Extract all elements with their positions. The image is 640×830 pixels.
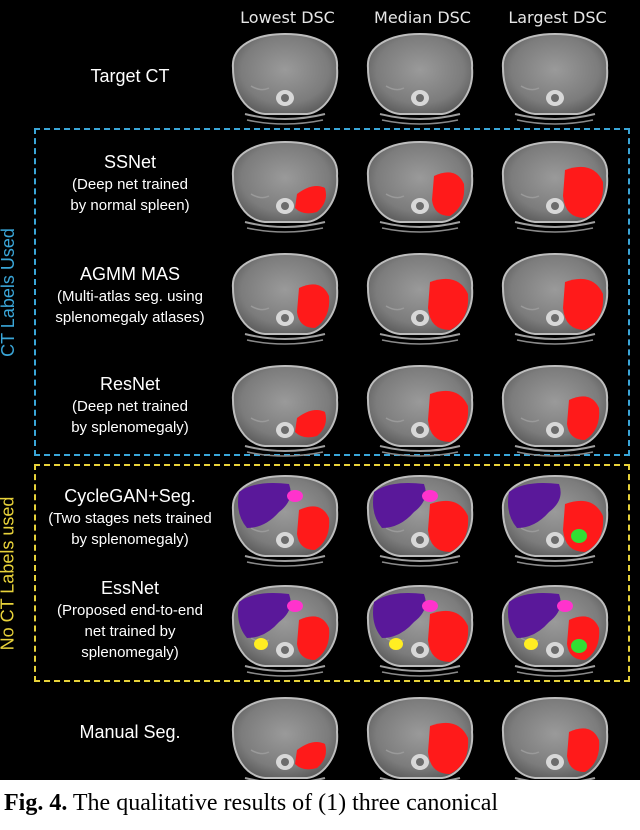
row-label-target: Target CT <box>90 66 170 86</box>
ct-image-cyclegan-lowest <box>231 475 339 567</box>
ct-image-manual-lowest <box>231 697 339 780</box>
column-header-median: Median DSC <box>374 8 471 27</box>
ct-image-ssnet-largest <box>501 141 609 233</box>
ct-image-resnet-largest <box>501 365 609 457</box>
overlay-spleen <box>295 186 326 214</box>
caption-text: The qualitative results of (1) three can… <box>67 790 499 816</box>
overlay-spleen <box>428 500 469 552</box>
overlay-spleen <box>428 722 469 774</box>
row-label-manual: Manual Seg. <box>79 722 181 742</box>
overlay-spleen <box>432 172 465 216</box>
ct-image-grid <box>231 33 609 780</box>
overlay-spleen <box>567 396 600 440</box>
overlay-other_organ <box>524 638 538 650</box>
overlay-stomach <box>557 600 573 612</box>
ct-image-resnet-lowest <box>231 365 339 457</box>
ct-image-target-median <box>366 33 474 125</box>
ct-image-cyclegan-largest <box>501 475 609 567</box>
row-label-cyclegan: CycleGAN+Seg. (Two stages nets trained b… <box>48 486 212 548</box>
overlay-left_kidney <box>571 639 587 653</box>
caption-prefix: Fig. 4. <box>4 790 68 816</box>
ct-image-resnet-median <box>366 365 474 457</box>
ct-image-ssnet-lowest <box>231 141 339 233</box>
ct-image-manual-largest <box>501 697 609 780</box>
overlay-stomach <box>422 600 438 612</box>
figure-caption: Fig. 4. The qualitative results of (1) t… <box>4 790 636 817</box>
overlay-liver <box>508 593 561 638</box>
overlay-left_kidney <box>571 529 587 543</box>
ct-image-essnet-lowest <box>231 585 339 677</box>
overlay-spleen <box>428 278 469 330</box>
overlay-other_organ <box>389 638 403 650</box>
overlay-stomach <box>287 490 303 502</box>
column-header-lowest: Lowest DSC <box>240 8 335 27</box>
overlay-spleen <box>428 610 469 662</box>
ct-image-ssnet-median <box>366 141 474 233</box>
ct-image-target-largest <box>501 33 609 125</box>
ct-image-agmm-largest <box>501 253 609 345</box>
row-label-ssnet: SSNet (Deep net trained by normal spleen… <box>70 152 190 214</box>
ct-image-target-lowest <box>231 33 339 125</box>
overlay-spleen <box>295 742 326 770</box>
group-box-ct-labels: CT Labels Used <box>0 128 630 456</box>
overlay-liver <box>373 483 426 528</box>
ct-image-agmm-lowest <box>231 253 339 345</box>
overlay-spleen <box>297 506 330 550</box>
overlay-spleen <box>563 278 604 330</box>
overlay-spleen <box>295 410 326 438</box>
overlay-liver <box>508 483 561 528</box>
overlay-spleen <box>297 284 330 328</box>
overlay-liver <box>373 593 426 638</box>
ct-image-agmm-median <box>366 253 474 345</box>
ct-image-manual-median <box>366 697 474 780</box>
overlay-spleen <box>563 166 604 218</box>
group-box-no-ct-labels: No CT Labels used <box>0 464 630 682</box>
overlay-stomach <box>287 600 303 612</box>
column-header-largest: Largest DSC <box>508 8 607 27</box>
overlay-liver <box>238 593 291 638</box>
row-label-resnet: ResNet (Deep net trained by splenomegaly… <box>71 374 189 436</box>
overlay-liver <box>238 483 291 528</box>
ct-image-essnet-median <box>366 585 474 677</box>
overlay-stomach <box>422 490 438 502</box>
row-label-essnet: EssNet (Proposed end-to-end net trained … <box>57 578 203 661</box>
overlay-other_organ <box>254 638 268 650</box>
overlay-spleen <box>428 390 469 442</box>
overlay-spleen <box>567 728 600 772</box>
row-label-agmm: AGMM MAS (Multi-atlas seg. using splenom… <box>55 264 205 326</box>
overlay-spleen <box>297 616 330 660</box>
figure-panel: Lowest DSC Median DSC Largest DSC CT Lab… <box>0 0 640 780</box>
ct-image-essnet-largest <box>501 585 609 677</box>
ct-image-cyclegan-median <box>366 475 474 567</box>
